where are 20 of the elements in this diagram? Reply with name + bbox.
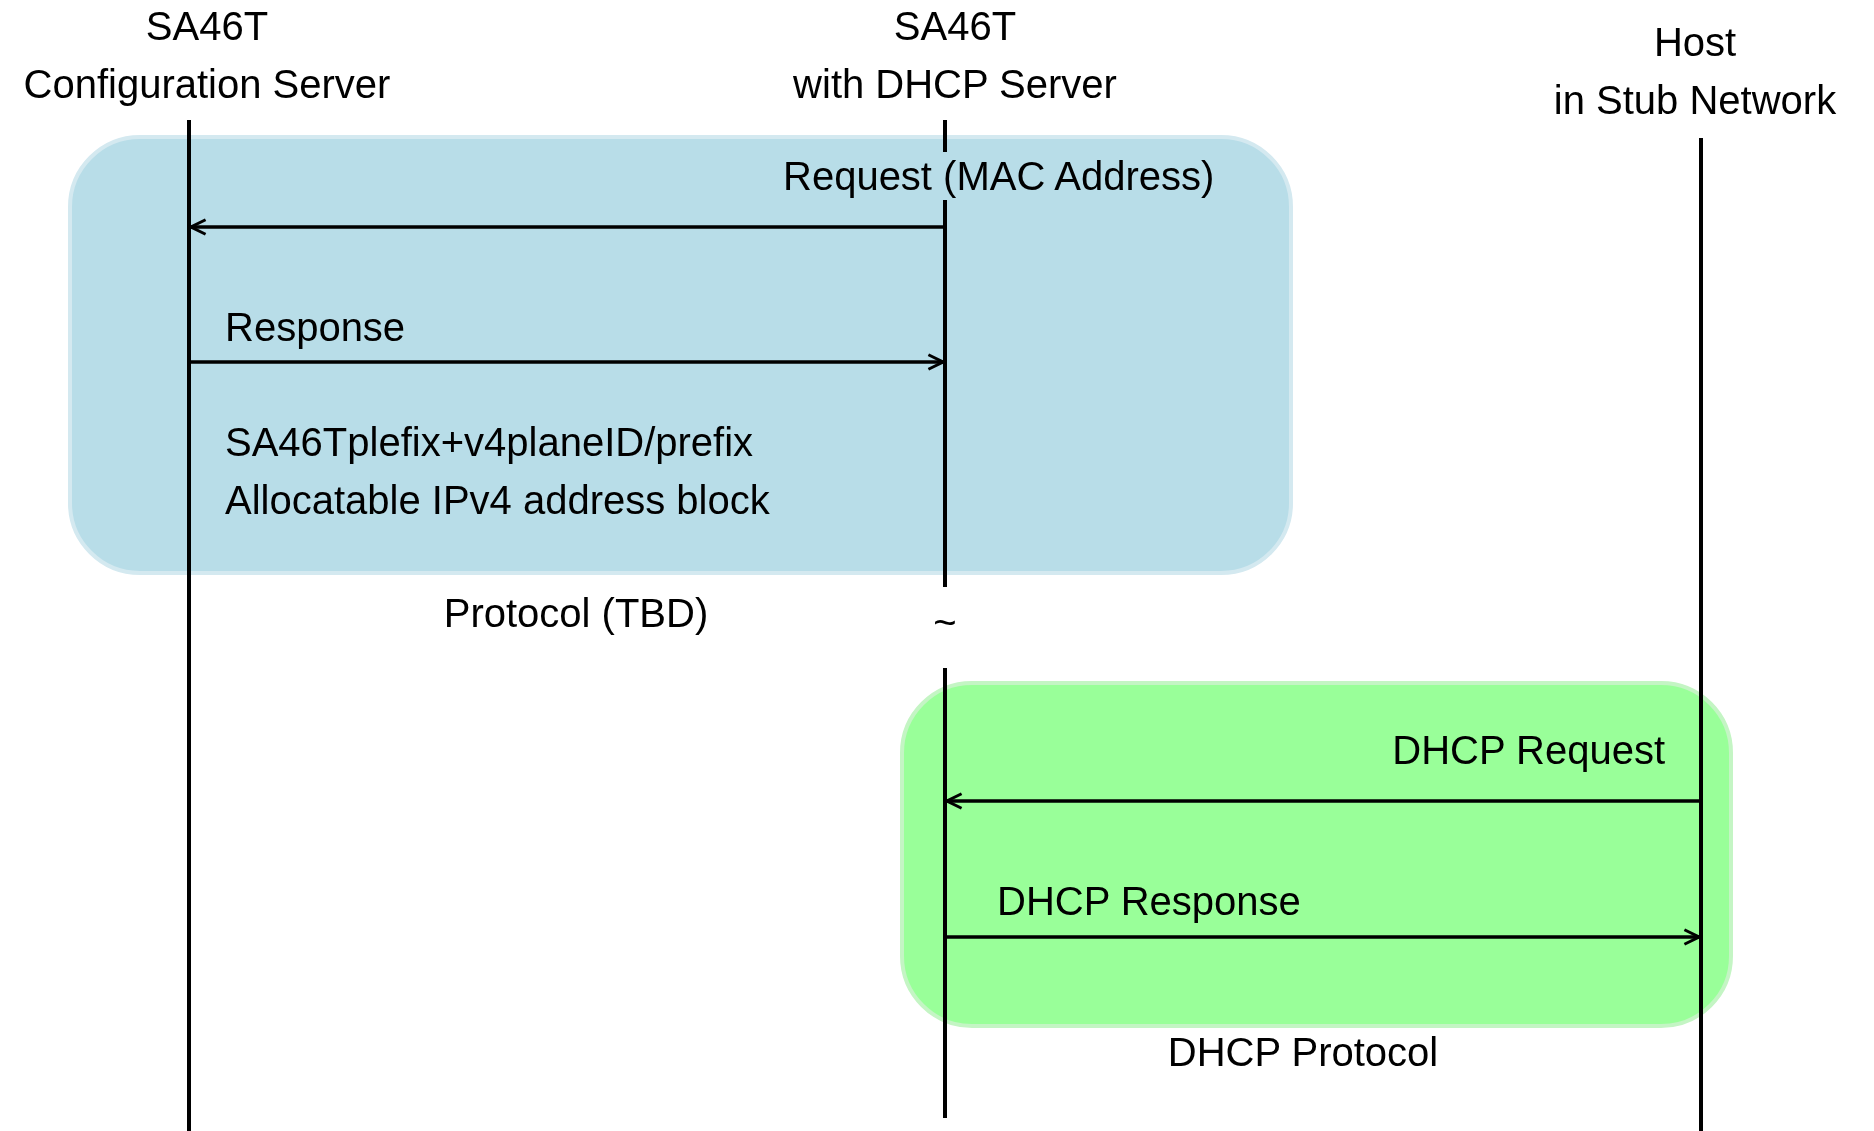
region-caption: DHCP Protocol [1167,1029,1439,1076]
lifeline-label: with DHCP Server [793,61,1117,108]
lifeline-label: in Stub Network [1553,77,1837,124]
message-arrow [945,792,1699,810]
message-arrow [191,353,945,371]
edge-label: Response [224,304,407,351]
lifeline-label: SA46T [893,3,1017,50]
edge-label: DHCP Request [1391,727,1666,774]
message-arrow [947,928,1701,946]
lifeline-label: Configuration Server [23,61,391,108]
message-arrow [189,218,943,236]
note-text: SA46Tplefix+v4planeID/prefix [225,419,754,466]
break-mark: ~ [933,599,957,646]
edge-label: DHCP Response [996,878,1302,925]
lifeline-label: Host [1653,19,1737,66]
note-text: Allocatable IPv4 address block [225,477,770,524]
lifeline [1699,138,1703,1131]
lifeline-label: SA46T [145,3,269,50]
lifeline [187,120,191,1131]
region-caption: Protocol (TBD) [443,590,709,637]
